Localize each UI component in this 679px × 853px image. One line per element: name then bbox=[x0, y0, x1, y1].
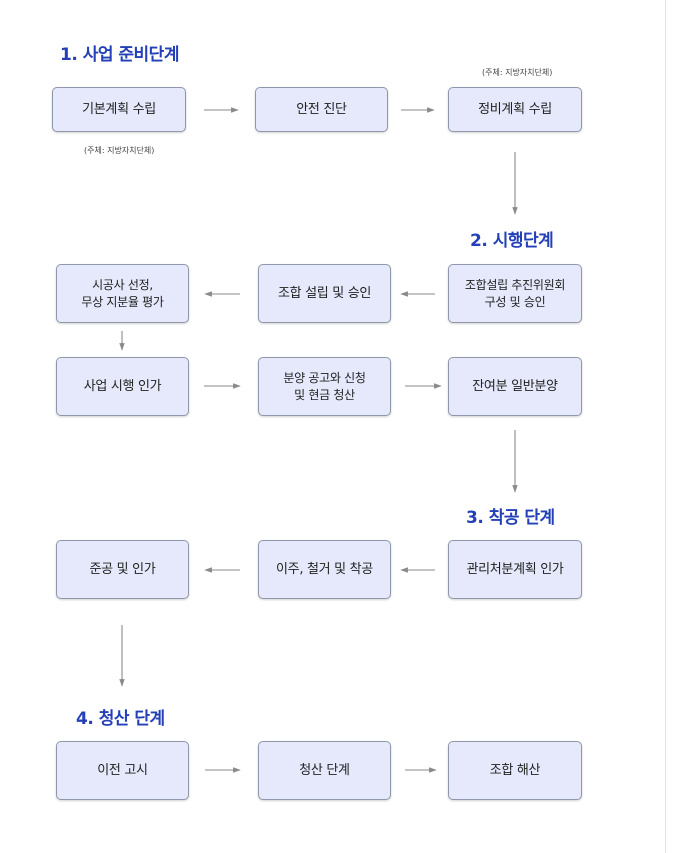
maintenance-plan-owner-note: (주체: 지방자치단체) bbox=[482, 68, 553, 77]
step-transfer-notice: 이전 고시 bbox=[56, 741, 189, 800]
step-general-sale: 잔여분 일반분양 bbox=[448, 357, 582, 416]
page-divider bbox=[665, 0, 666, 853]
step-completion: 준공 및 인가 bbox=[56, 540, 189, 599]
step-mgmt-disposal: 관리처분계획 인가 bbox=[448, 540, 582, 599]
stage-title-execution: 2. 시행단계 bbox=[470, 231, 554, 251]
stage-title-liquidation: 4. 청산 단계 bbox=[76, 709, 165, 729]
step-liquidation: 청산 단계 bbox=[258, 741, 391, 800]
step-safety-check: 안전 진단 bbox=[255, 87, 388, 132]
step-maintenance-plan: 정비계획 수립 bbox=[448, 87, 582, 132]
stage-title-construction: 3. 착공 단계 bbox=[466, 508, 555, 528]
step-union-establish: 조합 설립 및 승인 bbox=[258, 264, 391, 323]
step-promotion-committee: 조합설립 추진위원회 구성 및 승인 bbox=[448, 264, 582, 323]
basic-plan-owner-note: (주체: 지방자치단체) bbox=[84, 146, 155, 155]
stage-title-preparation: 1. 사업 준비단계 bbox=[60, 45, 179, 65]
step-relocation: 이주, 철거 및 착공 bbox=[258, 540, 391, 599]
step-dissolution: 조합 해산 bbox=[448, 741, 582, 800]
step-project-approval: 사업 시행 인가 bbox=[56, 357, 189, 416]
step-basic-plan: 기본계획 수립 bbox=[52, 87, 186, 132]
step-contractor-select: 시공사 선정, 무상 지분율 평가 bbox=[56, 264, 189, 323]
step-sale-notice: 분양 공고와 신청 및 현금 청산 bbox=[258, 357, 391, 416]
